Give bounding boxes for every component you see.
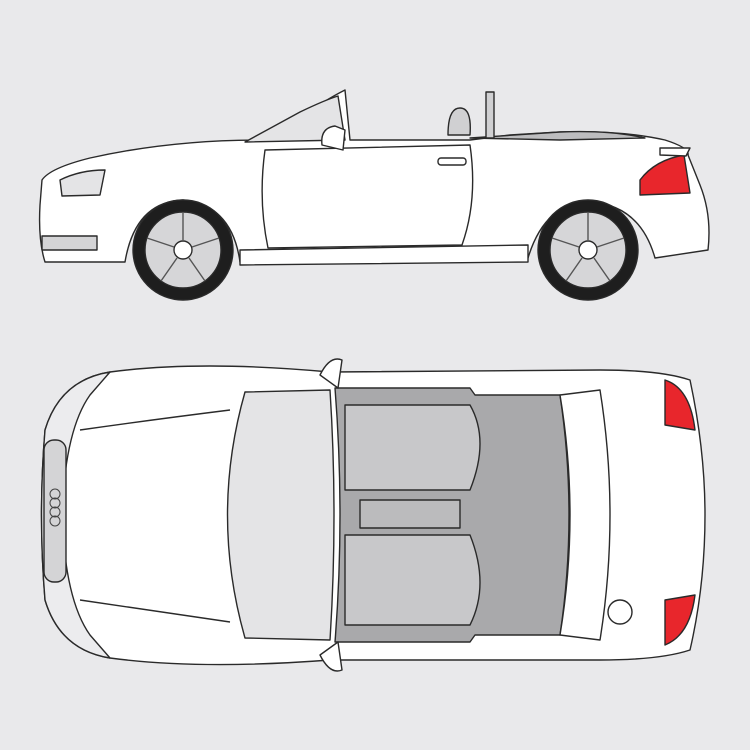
top-taillight-left — [664, 379, 696, 431]
top-seat-right — [344, 534, 481, 626]
top-fuel-cap — [607, 599, 633, 625]
side-rear-deck — [469, 130, 646, 141]
side-spoiler — [659, 147, 691, 157]
top-seat-left — [344, 404, 481, 491]
top-audi-rings — [49, 488, 61, 527]
side-windshield — [244, 95, 346, 143]
side-headlight — [59, 169, 106, 197]
top-rear-deck — [559, 389, 611, 641]
top-taillight-right — [664, 594, 696, 646]
side-door — [261, 144, 474, 249]
side-door-handle — [437, 157, 467, 166]
side-headrest — [447, 107, 471, 136]
rear-wheel — [537, 199, 639, 301]
front-wheel — [132, 199, 234, 301]
top-mirror-right — [319, 641, 343, 672]
side-rocker — [239, 244, 529, 266]
side-taillight — [639, 154, 691, 196]
top-grille — [43, 439, 67, 583]
side-mirror — [321, 125, 346, 151]
top-hood-line — [79, 409, 231, 623]
side-rollbar — [485, 91, 495, 139]
top-mirror-left — [319, 358, 343, 389]
top-center-console — [359, 499, 461, 529]
side-view — [38, 89, 710, 301]
side-front-grille — [41, 235, 98, 251]
top-view — [40, 358, 706, 672]
top-windshield — [226, 389, 335, 641]
